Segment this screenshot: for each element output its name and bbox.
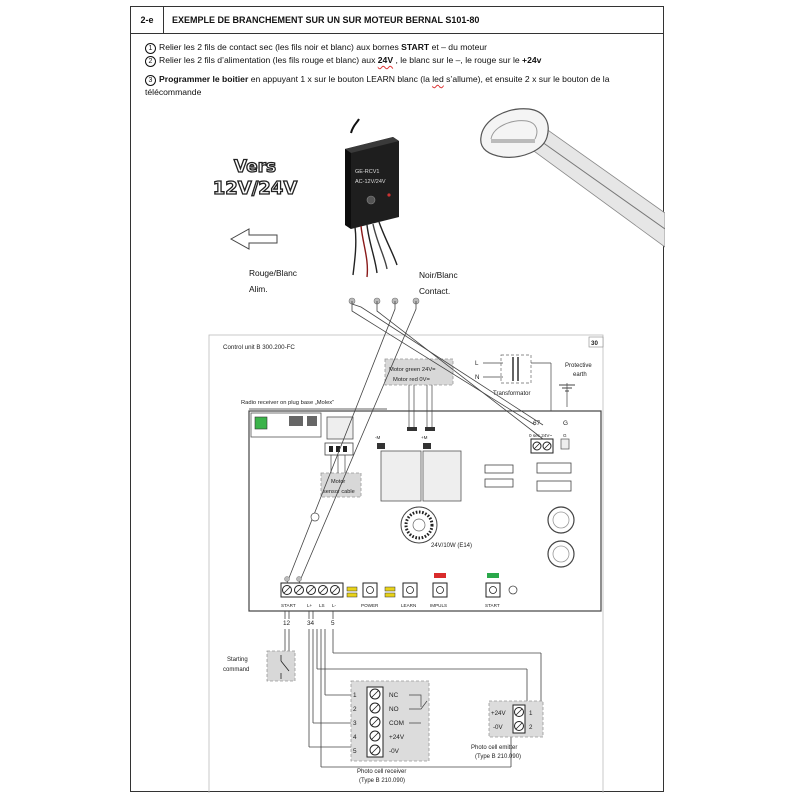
svg-text:-0V: -0V [389, 748, 400, 755]
learn-button-icon [366, 195, 376, 205]
switch-icon [280, 660, 290, 672]
board-buttons [346, 573, 518, 598]
receiver-line2: AC-12V/24V [355, 179, 386, 185]
vers-label: Vers 12V/24V [212, 156, 298, 199]
svg-text:sensor cable: sensor cable [323, 489, 355, 495]
lamp-socket [400, 506, 438, 544]
svg-text:START: START [281, 603, 296, 608]
contact-wire-label: Noir/Blanc Contact. [419, 270, 458, 296]
svg-text:N: N [475, 374, 479, 381]
step-2-marker: 2 [145, 56, 156, 67]
svg-text:1: 1 [353, 692, 357, 699]
svg-text:G: G [563, 420, 568, 427]
start-led-icon [487, 573, 499, 578]
control-unit-label: Control unit B 300.200-FC [223, 344, 295, 351]
svg-text:34: 34 [307, 620, 315, 627]
header-table: 2-e EXEMPLE DE BRANCHEMENT SUR UN SUR MO… [131, 7, 663, 34]
svg-text:Photo cell emitter: Photo cell emitter [471, 745, 517, 751]
svg-text:LS: LS [319, 603, 325, 608]
wire-endpoints [348, 297, 420, 305]
transformator-box [500, 354, 532, 384]
svg-text:START: START [485, 603, 500, 608]
svg-text:NO: NO [389, 706, 399, 713]
receiver-terminal-screws [369, 688, 381, 756]
svg-text:5: 5 [331, 620, 335, 627]
svg-text:67: 67 [533, 420, 541, 427]
svg-text:-M: -M [375, 435, 381, 440]
svg-text:command: command [223, 667, 249, 673]
svg-text:Protective: Protective [565, 363, 592, 369]
control-terminal-strip [280, 582, 344, 598]
svg-text:+24V: +24V [389, 734, 405, 741]
section-title: EXEMPLE DE BRANCHEMENT SUR UN SUR MOTEUR… [172, 15, 480, 25]
receiver-module: GE-RCV1 AC-12V/24V [345, 118, 399, 278]
svg-text:L: L [475, 360, 479, 367]
svg-text:1: 1 [529, 710, 533, 717]
section-number: 2-e [131, 7, 164, 33]
svg-text:3: 3 [353, 720, 357, 727]
svg-text:earth: earth [573, 372, 587, 378]
svg-text:4: 4 [353, 734, 357, 741]
svg-text:IMPULS: IMPULS [430, 603, 447, 608]
emitter-terminal-screws [514, 707, 524, 731]
diagonal-wires [286, 301, 544, 584]
schematic-frame [208, 334, 604, 793]
power-wire-label: Rouge/Blanc Alim. [249, 268, 297, 294]
svg-text:Starting: Starting [227, 657, 248, 663]
transformator-label: Transformator [493, 391, 530, 397]
svg-text:5: 5 [353, 748, 357, 755]
fuses [484, 462, 572, 492]
motor-red-label: Motor red 0V= [393, 377, 431, 383]
svg-text:0 sec 24V~: 0 sec 24V~ [529, 433, 552, 438]
svg-text:G: G [563, 433, 567, 438]
motor-green-label: Motor green 24V= [389, 367, 436, 373]
svg-text:2: 2 [529, 724, 533, 731]
page-number: 30 [591, 340, 598, 347]
svg-text:Photo cell receiver: Photo cell receiver [357, 769, 406, 775]
document-page: 2-e EXEMPLE DE BRANCHEMENT SUR UN SUR MO… [130, 6, 665, 793]
svg-text:NC: NC [389, 692, 399, 699]
svg-text:(Type B 210.090): (Type B 210.090) [475, 754, 521, 760]
motor-rail-image [480, 108, 665, 248]
radio-receiver-label: Radio receiver on plug base „Molex“ [241, 400, 334, 406]
photocell-receiver-box [350, 680, 430, 762]
svg-text:L+: L+ [307, 603, 313, 608]
left-arrow-icon [229, 228, 278, 250]
svg-text:COM: COM [389, 720, 404, 727]
relays [380, 450, 462, 502]
svg-text:Motor: Motor [331, 479, 345, 485]
receiver-line1: GE-RCV1 [355, 169, 379, 175]
svg-text:-0V: -0V [493, 724, 504, 731]
svg-text:POWER: POWER [361, 603, 379, 608]
svg-text:LEARN: LEARN [401, 603, 416, 608]
svg-text:2: 2 [353, 706, 357, 713]
wiring-diagram: GE-RCV1 AC-12V/24V [208, 108, 665, 793]
svg-text:12: 12 [283, 620, 291, 627]
svg-text:(Type B 210.090): (Type B 210.090) [359, 778, 405, 784]
power-terminal-block [530, 438, 570, 454]
impulse-led-icon [434, 573, 446, 578]
led-icon [387, 193, 391, 197]
svg-text:L-: L- [332, 603, 337, 608]
step-1-marker: 1 [145, 43, 156, 54]
lamp-label: 24V/10W (E14) [431, 543, 472, 549]
svg-text:+M: +M [421, 435, 428, 440]
svg-text:+24V: +24V [491, 710, 506, 717]
